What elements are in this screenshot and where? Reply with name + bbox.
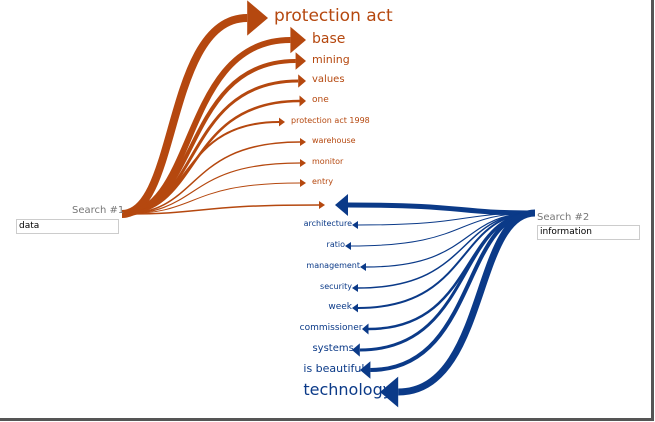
arrow-icon [319,201,325,209]
search2-term[interactable]: technology [303,380,393,400]
search1-term[interactable]: mining [312,53,350,67]
search2-label: Search #2 [537,212,590,223]
search1-term[interactable]: protection act 1998 [291,116,370,126]
arrow-icon [279,117,285,127]
search1-link [121,162,301,215]
search2-input[interactable]: information [537,225,640,240]
search2-link [357,212,536,309]
search2-term[interactable]: week [328,301,352,312]
search2-term[interactable]: commissioner [299,322,363,333]
search2-term[interactable]: ratio [326,240,345,250]
search2-link [398,209,536,396]
arrow-icon [352,303,358,313]
search2-term[interactable]: security [320,282,352,292]
arrow-icon [298,74,306,88]
search2-link [359,211,536,352]
search1-term[interactable]: protection act [274,5,393,26]
search2-term[interactable]: architecture [303,219,352,229]
search1-term[interactable]: one [312,94,329,105]
search1-link [121,204,320,215]
arrow-icon [362,323,369,335]
search2-link [357,212,536,226]
arrow-icon [345,242,351,250]
arrow-icon [335,194,348,216]
arrow-icon [352,343,360,357]
search2-term[interactable]: is beautiful [303,362,365,376]
search1-input[interactable]: data [16,219,119,234]
search1-link [121,182,301,215]
search1-term[interactable]: values [312,74,345,85]
arrow-icon [247,0,268,36]
search1-link [121,14,248,218]
search1-label: Search #1 [72,205,125,216]
arrow-icon [352,284,358,292]
search1-term[interactable]: monitor [312,157,344,167]
arrow-icon [360,361,371,379]
search2-link [350,212,536,247]
search1-term[interactable]: warehouse [312,136,356,146]
arrow-icon [300,138,306,146]
search1-link [121,141,301,215]
arrow-icon [295,52,306,70]
search2-link [347,202,536,216]
arrow-icon [299,95,306,107]
search1-link [121,121,280,215]
arrow-icon [300,159,306,167]
search1-term[interactable]: base [312,30,346,47]
arrow-icon [380,376,399,408]
arrow-icon [290,26,306,54]
arrow-icon [352,221,358,229]
search2-link [370,211,536,372]
arrow-icon [360,263,366,271]
search2-term[interactable]: systems [312,343,354,354]
search1-term[interactable]: entry [312,177,334,187]
arrow-icon [300,179,306,187]
search2-term[interactable]: management [306,261,360,271]
